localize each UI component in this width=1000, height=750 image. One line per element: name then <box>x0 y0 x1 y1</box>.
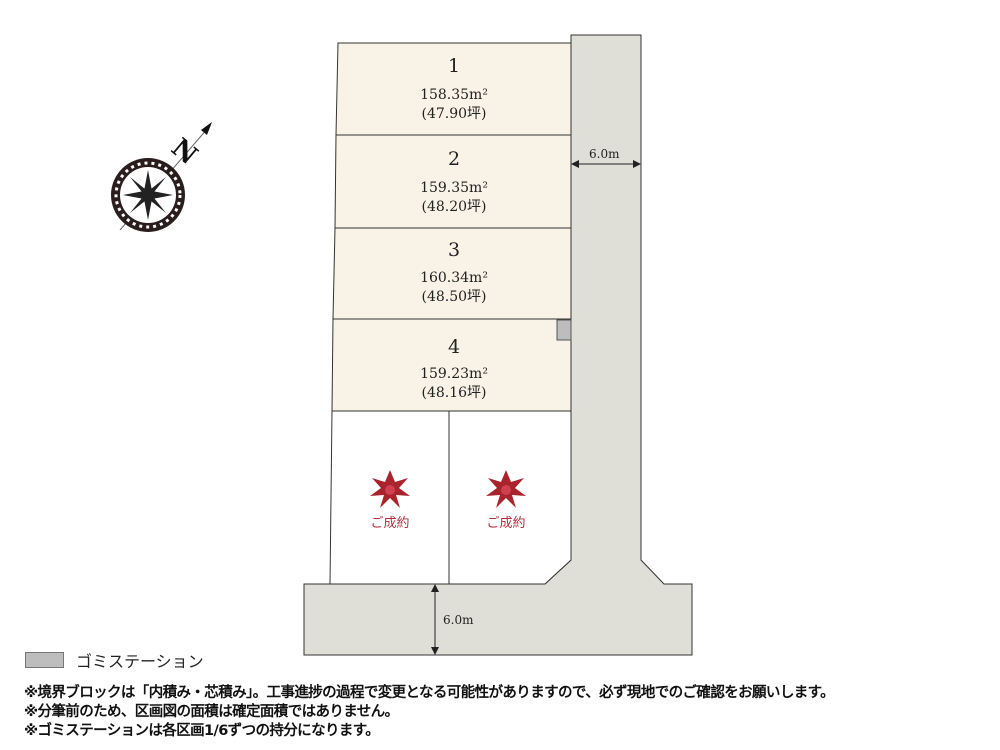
lot-2-number: 2 <box>448 148 460 170</box>
sold-label: ご成約 <box>486 515 525 531</box>
legend-label: ゴミステーション <box>76 652 204 671</box>
garbage-station-swatch <box>25 652 64 668</box>
lot-4-number: 4 <box>448 336 460 358</box>
legend: ゴミステーション <box>25 648 204 672</box>
svg-text:6.0m: 6.0m <box>589 147 620 161</box>
lot-3-area: 160.34m² <box>420 270 488 286</box>
lot-2-tsubo: (48.20坪) <box>421 199 486 215</box>
notes: ※境界ブロックは「内積み・芯積み」。工事進捗の過程で変更となる可能性がありますの… <box>24 684 835 741</box>
lot-2-area: 159.35m² <box>420 180 488 196</box>
compass-north-icon: N <box>111 122 212 232</box>
lot-4-tsubo: (48.16坪) <box>421 385 486 401</box>
note: ※境界ブロックは「内積み・芯積み」。工事進捗の過程で変更となる可能性がありますの… <box>24 685 835 701</box>
note: ※ゴミステーションは各区画1/6ずつの持分になります。 <box>24 723 380 739</box>
road-width-dimension-vertical: 6.0m <box>571 147 641 168</box>
note: ※分筆前のため、区画図の面積は確定面積ではありません。 <box>24 704 399 720</box>
lot-3-tsubo: (48.50坪) <box>421 289 486 305</box>
road-width-dimension-horizontal: 6.0m <box>431 584 474 655</box>
ribbon-bow-icon <box>370 470 410 508</box>
svg-text:6.0m: 6.0m <box>443 613 474 627</box>
garbage-station <box>556 319 572 341</box>
lot-3-number: 3 <box>448 239 460 261</box>
lot-1-tsubo: (47.90坪) <box>421 106 486 122</box>
north-label: N <box>165 133 202 171</box>
lot-4-area: 159.23m² <box>420 366 488 382</box>
ribbon-bow-icon <box>486 470 526 508</box>
lot-1-number: 1 <box>448 55 460 77</box>
lot-1-area: 158.35m² <box>420 87 488 103</box>
sold-label: ご成約 <box>370 515 409 531</box>
